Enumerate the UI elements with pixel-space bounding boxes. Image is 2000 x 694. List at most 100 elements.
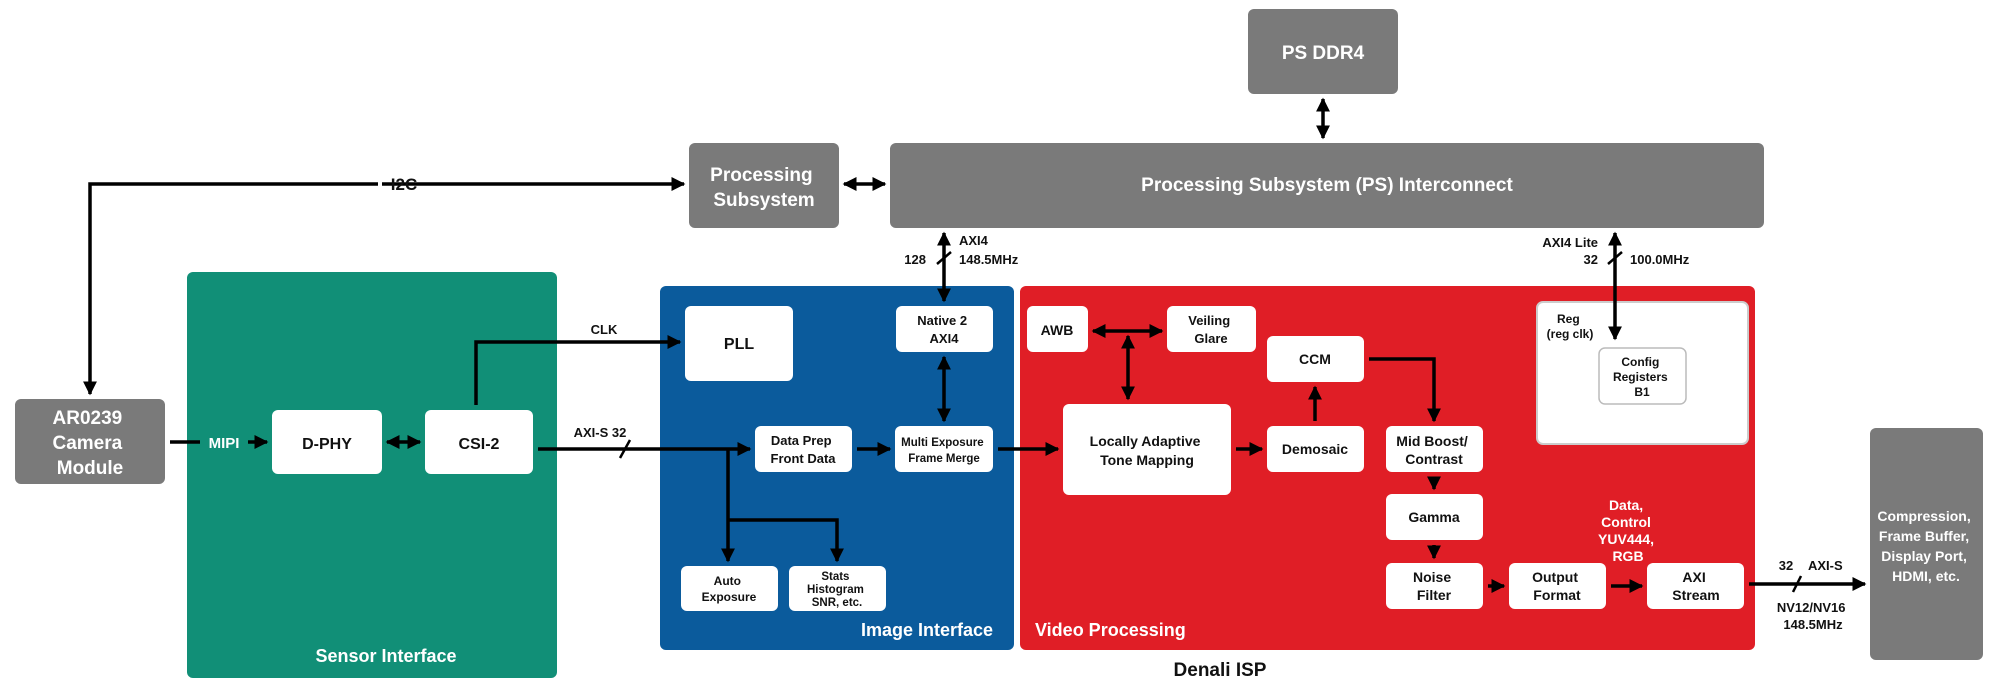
multi-exposure-line2: Frame Merge <box>908 453 980 465</box>
axi4-width-label: 128 <box>904 252 926 267</box>
mid-boost-label: Mid Boost/ Contrast <box>1396 433 1471 467</box>
camera-line1: AR0239 <box>53 408 123 429</box>
multi-exposure-block <box>895 426 993 472</box>
noise-filter-line2: Filter <box>1417 587 1452 603</box>
config-registers-line3: B1 <box>1634 385 1650 399</box>
output-format-label: Output Format <box>1532 569 1582 603</box>
demosaic-label: Demosaic <box>1282 441 1348 457</box>
native2axi4-line1: Native 2 <box>917 313 967 328</box>
mid-boost-block <box>1386 426 1483 472</box>
data-control-line4: RGB <box>1612 548 1643 564</box>
ps-interconnect-block <box>890 143 1764 228</box>
data-control-line3: YUV444, <box>1598 531 1654 547</box>
sensor-interface-title: Sensor Interface <box>315 646 456 666</box>
multi-exposure-label: Multi Exposure Frame Merge <box>901 437 987 465</box>
auto-exposure-block <box>681 566 778 611</box>
axi4-slash <box>936 251 952 265</box>
ps-ddr4-block <box>1248 9 1398 94</box>
processing-subsystem-label: Processing Subsystem <box>710 165 818 211</box>
noise-filter-label: Noise Filter <box>1413 569 1455 603</box>
dphy-block <box>272 410 382 474</box>
noise-filter-block <box>1386 563 1483 609</box>
stats-line2: Histogram <box>807 584 864 596</box>
csi2-block <box>425 410 533 474</box>
ps-interconnect-label: Processing Subsystem (PS) Interconnect <box>1141 175 1513 196</box>
veiling-glare-block <box>1167 306 1256 352</box>
clk-label: CLK <box>591 322 618 337</box>
sensor-interface-region <box>187 272 557 678</box>
data-prep-block <box>755 426 852 472</box>
config-registers-label: Config Registers B1 <box>1613 355 1671 399</box>
pll-label: PLL <box>724 336 754 353</box>
gamma-label: Gamma <box>1408 509 1460 525</box>
latm-block <box>1063 404 1231 495</box>
native2axi4-block <box>896 306 993 352</box>
reg-line1: Reg <box>1557 312 1580 326</box>
out-format-line1: NV12/NV16 <box>1777 600 1846 615</box>
axi4lite-label: AXI4 Lite <box>1542 235 1598 250</box>
ccm-to-midboost-line <box>1369 357 1441 423</box>
awb-label: AWB <box>1041 322 1074 338</box>
out-slash <box>1791 575 1803 593</box>
diagram-caption: Denali ISP <box>1174 660 1267 681</box>
veiling-glare-line1: Veiling <box>1188 313 1230 328</box>
out-width-label: 32 <box>1779 558 1793 573</box>
output-format-block <box>1509 563 1606 609</box>
awb-block <box>1027 306 1088 352</box>
data-control-line2: Control <box>1601 514 1651 530</box>
camera-line2: Camera <box>53 433 123 454</box>
axi4lite-width-label: 32 <box>1584 252 1598 267</box>
reg-line2: (reg clk) <box>1547 327 1594 341</box>
processing-subsystem-line2: Subsystem <box>713 190 814 211</box>
stats-block <box>789 566 886 611</box>
i2c-line-left <box>83 182 378 396</box>
video-processing-title: Video Processing <box>1035 620 1186 640</box>
data-control-line1: Data, <box>1609 497 1643 513</box>
axi4lite-slash <box>1607 251 1623 265</box>
auto-exposure-label: Auto Exposure <box>702 574 757 604</box>
config-registers-line2: Registers <box>1613 370 1668 384</box>
camera-line3: Module <box>57 458 124 479</box>
stats-branch-line <box>728 518 844 563</box>
compression-line2: Frame Buffer, <box>1879 528 1969 544</box>
reg-label: Reg (reg clk) <box>1547 312 1594 341</box>
output-format-line2: Format <box>1533 587 1581 603</box>
mid-boost-line1: Mid Boost/ <box>1396 433 1468 449</box>
native2axi4-line2: AXI4 <box>930 331 960 346</box>
axi4-freq-label: 148.5MHz <box>959 252 1019 267</box>
config-registers-block <box>1598 347 1687 405</box>
native2axi4-label: Native 2 AXI4 <box>917 313 971 346</box>
out-format-line2: 148.5MHz <box>1783 617 1843 632</box>
multi-exposure-line1: Multi Exposure <box>901 437 983 449</box>
veiling-glare-label: Veiling Glare <box>1188 313 1234 346</box>
data-prep-line1: Data Prep <box>771 433 832 448</box>
processing-subsystem-block <box>689 143 839 228</box>
axi-stream-block <box>1647 563 1744 609</box>
axi-stream-label: AXI Stream <box>1672 569 1719 603</box>
csi2-label: CSI-2 <box>459 436 500 453</box>
out-axis-label: AXI-S <box>1808 558 1843 573</box>
compression-line1: Compression, <box>1877 508 1970 524</box>
compression-line4: HDMI, etc. <box>1892 568 1960 584</box>
data-control-label: Data, Control YUV444, RGB <box>1598 497 1658 564</box>
compression-line3: Display Port, <box>1881 548 1967 564</box>
stats-line3: SNR, etc. <box>812 597 863 609</box>
image-interface-title: Image Interface <box>861 620 993 640</box>
ccm-block <box>1267 336 1364 382</box>
pll-block <box>685 306 793 381</box>
axi4-label: AXI4 <box>959 233 989 248</box>
latm-line2: Tone Mapping <box>1100 452 1194 468</box>
camera-module-block <box>15 399 165 484</box>
veiling-glare-line2: Glare <box>1194 331 1227 346</box>
output-format-line1: Output <box>1532 569 1578 585</box>
stats-line1: Stats <box>821 571 849 583</box>
axi-stream-line2: Stream <box>1672 587 1719 603</box>
axi4lite-freq-label: 100.0MHz <box>1630 252 1690 267</box>
stats-label: Stats Histogram SNR, etc. <box>807 571 867 609</box>
processing-subsystem-line1: Processing <box>710 165 812 186</box>
ps-ddr4-label: PS DDR4 <box>1282 43 1365 64</box>
noise-filter-line1: Noise <box>1413 569 1451 585</box>
compression-label: Compression, Frame Buffer, Display Port,… <box>1877 508 1974 584</box>
mid-boost-line2: Contrast <box>1405 451 1463 467</box>
